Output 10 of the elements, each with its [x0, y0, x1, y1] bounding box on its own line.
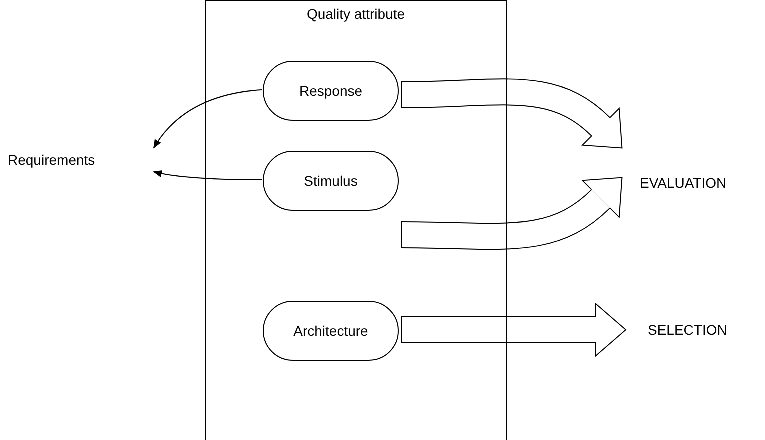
rounded-box: Stimulus	[263, 151, 399, 211]
frame-box	[205, 0, 507, 440]
rounded-box: Response	[263, 61, 399, 121]
rounded-box: Architecture	[263, 301, 399, 361]
frame-heading: Quality attribute	[306, 5, 406, 24]
node-label: SELECTION	[626, 313, 750, 347]
arrow	[153, 170, 262, 180]
node-label: Requirements	[4, 140, 154, 180]
node-label: EVALUATION	[622, 140, 764, 226]
arrow	[154, 90, 262, 149]
